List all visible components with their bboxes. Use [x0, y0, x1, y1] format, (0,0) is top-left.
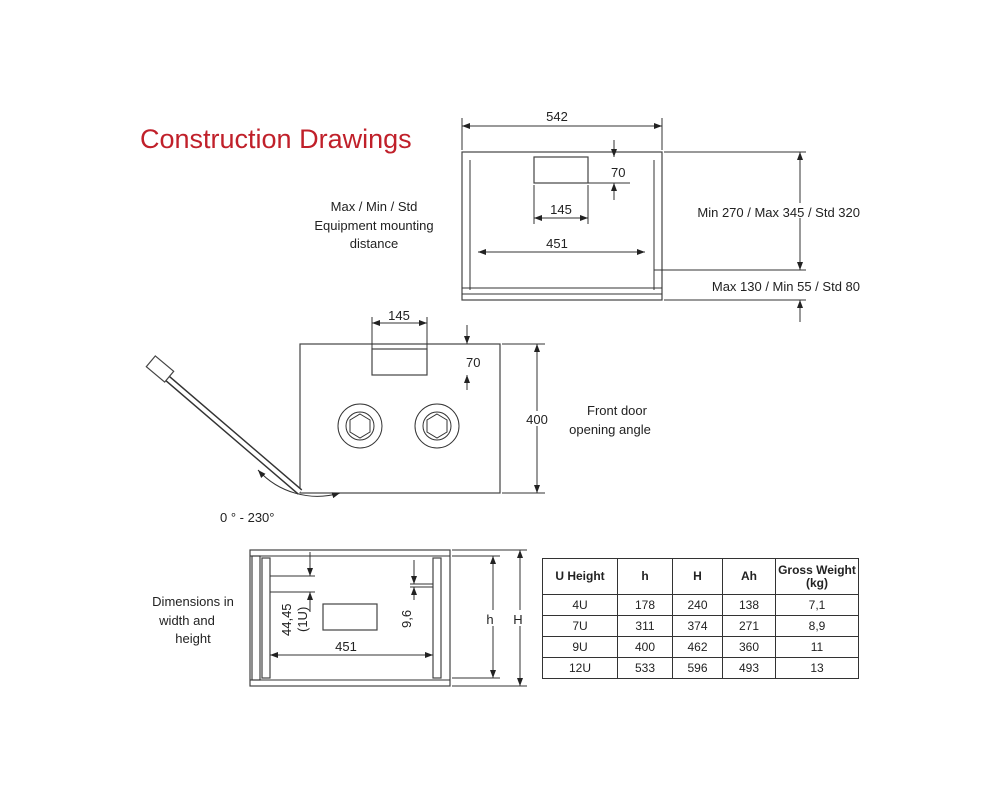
mounting-caption-3: distance [350, 236, 398, 251]
cell: 400 [617, 636, 673, 658]
cell: 138 [722, 594, 776, 616]
door-caption-2: opening angle [569, 422, 651, 437]
gap-label: 9,6 [399, 610, 414, 628]
header-H: H [672, 558, 723, 595]
header-ah: Ah [722, 558, 776, 595]
cell: 13 [775, 657, 859, 679]
cell: 7,1 [775, 594, 859, 616]
mounting-range-label: Min 270 / Max 345 / Std 320 [697, 205, 860, 220]
dims-caption-1: Dimensions in [152, 594, 234, 609]
cell: 178 [617, 594, 673, 616]
fan-icon [414, 403, 460, 449]
cell: 596 [672, 657, 723, 679]
cell: 271 [722, 615, 776, 637]
cell: 12U [542, 657, 618, 679]
mounting-caption-2: Equipment mounting [314, 218, 433, 233]
top-view: 542 70 145 451 Min 270 / Max 345 / Std 3… [314, 109, 860, 322]
cell: 360 [722, 636, 776, 658]
header-h: h [617, 558, 673, 595]
dims-caption-2: width and [158, 613, 215, 628]
top-offset-label: 70 [611, 165, 625, 180]
header-u-height: U Height [542, 558, 618, 595]
front-cutout-label: 145 [388, 308, 410, 323]
cell: 493 [722, 657, 776, 679]
cell: 374 [672, 615, 723, 637]
dims-caption-3: height [175, 631, 211, 646]
header-gross-weight: Gross Weight (kg) [775, 558, 859, 595]
side-view: 44,45 (1U) 9,6 451 h H Dimensions in wid… [152, 549, 527, 687]
cell: 462 [672, 636, 723, 658]
top-cutout-label: 145 [550, 202, 572, 217]
front-offset-label: 70 [466, 355, 480, 370]
front-depth-label: 400 [526, 412, 548, 427]
mounting-caption-1: Max / Min / Std [331, 199, 418, 214]
unit-sub-label: (1U) [295, 607, 310, 632]
H-label: H [513, 612, 522, 627]
rear-range-label: Max 130 / Min 55 / Std 80 [712, 279, 860, 294]
h-label: h [486, 612, 493, 627]
front-view: 145 70 400 0 ° - 230° Front door opening… [145, 308, 651, 525]
door-caption-1: Front door [587, 403, 648, 418]
cell: 533 [617, 657, 673, 679]
cell: 4U [542, 594, 618, 616]
cell: 311 [617, 615, 673, 637]
side-width-label: 451 [335, 639, 357, 654]
cell: 240 [672, 594, 723, 616]
page-title: Construction Drawings [140, 124, 412, 154]
table-header-row: U Height h H Ah Gross Weight (kg) [542, 558, 859, 595]
front-door [145, 355, 303, 495]
door-angle-label: 0 ° - 230° [220, 510, 274, 525]
top-width-label: 542 [546, 109, 568, 124]
cell: 7U [542, 615, 618, 637]
unit-height-label: 44,45 [279, 603, 294, 636]
top-inner-width-label: 451 [546, 236, 568, 251]
cell: 11 [775, 636, 859, 658]
cell: 8,9 [775, 615, 859, 637]
cell: 9U [542, 636, 618, 658]
fan-icon [337, 403, 383, 449]
